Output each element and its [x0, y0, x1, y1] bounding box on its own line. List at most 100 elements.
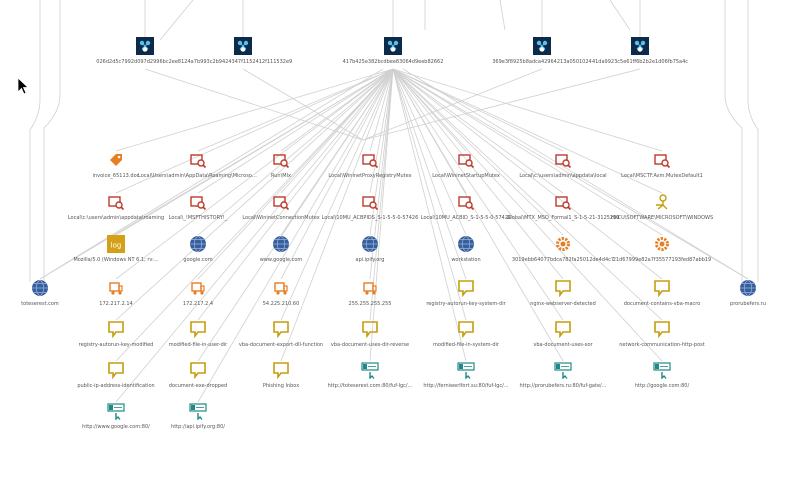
node-label: prorubefers.ru: [730, 301, 766, 307]
graph-node-registry[interactable]: Local\WininetStartupMutex: [406, 151, 526, 179]
edge-s1: [115, 68, 394, 194]
mouse-cursor-icon: [17, 77, 29, 95]
edge-d6: [392, 68, 564, 236]
graph-node-indicator[interactable]: registry-autorun-key-modified: [56, 320, 176, 348]
graph-node-registry[interactable]: Local\_!MSFTHISTORY!_: [138, 193, 258, 221]
graph-node-gear[interactable]: 3019ebb64077bdca782fa25012de4d4c7: [503, 235, 623, 263]
file-hash-icon: [85, 37, 205, 55]
node-label: http://api.ipify.org:80/: [171, 424, 225, 430]
graph-node-indicator[interactable]: vba-document-uses-dir-reverse: [310, 320, 430, 348]
node-label: HKCU\SOFTWARE\MICROSOFT\WINDOWS: [610, 215, 714, 221]
edge-u1: [115, 68, 394, 403]
file-hash-icon: [183, 37, 303, 55]
edge-r6: [392, 68, 564, 152]
edge-u2: [197, 68, 394, 403]
graph-node-file-hash[interactable]: 417b425e382bcdbee83064d9eeb82662: [333, 37, 453, 65]
graph-node-url[interactable]: http://www.google.com:80/: [56, 402, 176, 430]
node-label: http://google.com:80/: [634, 383, 690, 389]
registry-key-icon: [310, 151, 430, 169]
graph-node-gear[interactable]: 21d67999e82a7f35577193fed87abb19: [602, 235, 722, 263]
graph-node-indicator[interactable]: network-communication-http-post: [602, 320, 722, 348]
graph-node-indicator[interactable]: registry-autorun-key-system-dir: [406, 279, 526, 307]
graph-node-registry[interactable]: Local\c:\users\admin\appdata\local: [503, 151, 623, 179]
graph-node-registry[interactable]: Local\10MU_ACBID_S-1-5-5-0-57426: [406, 193, 526, 221]
graph-node-registry[interactable]: Run\MIx: [221, 151, 341, 179]
registry-key-icon: [56, 193, 176, 211]
graph-node-indicator[interactable]: modified-file-in-user-dir: [138, 320, 258, 348]
graph-node-registry[interactable]: Global\MTX_MSO_Formal1_S-1-5-21-3125219: [503, 193, 623, 221]
graph-node-file-hash[interactable]: 7b993c2b9424347f1152412f111532e9: [183, 37, 303, 65]
globe-icon: [310, 235, 430, 253]
node-label: 21d67999e82a7f35577193fed87abb19: [612, 257, 712, 263]
globe-icon: [138, 235, 258, 253]
graph-node-domain[interactable]: google.com: [138, 235, 258, 263]
url-icon: [310, 361, 430, 379]
edge-f1: [115, 68, 394, 321]
edge-f7: [392, 68, 663, 321]
indicator-icon: [138, 361, 258, 379]
graph-node-indicator[interactable]: vba-document-uses-xor: [503, 320, 623, 348]
node-label: 7b993c2b9424347f1152412f111532e9: [193, 59, 293, 65]
graph-node-registry[interactable]: Local\10MU_ACBPIDS_S-1-5-5-0-57426: [310, 193, 430, 221]
graph-node-ip[interactable]: 255.255.255.255: [310, 279, 430, 307]
graph-node-domain[interactable]: www.google.com: [221, 235, 341, 263]
indicator-icon: [406, 279, 526, 297]
graph-node-file-hash[interactable]: 026d2d5c7992d097d2996bc2ee8124a: [85, 37, 205, 65]
graph-node-ip[interactable]: 172.217.2.4: [138, 279, 258, 307]
registry-key-icon: [221, 151, 341, 169]
graph-node-ip[interactable]: 172.217.2.14: [56, 279, 176, 307]
graph-node-domain[interactable]: prorubefers.ru: [688, 279, 793, 307]
graph-node-registry[interactable]: Local\WininetProxyRegistryMutex: [310, 151, 430, 179]
graph-node-url[interactable]: http://ferniwerlfort.su:80/fuf-Igc/...: [406, 361, 526, 389]
edge-e1: [115, 68, 394, 280]
tag-icon: [56, 151, 176, 169]
graph-node-registry[interactable]: Local\MSCTF.Asm.MutexDefault1: [602, 151, 722, 179]
edge-top-a: [159, 0, 194, 41]
node-label: 417b425e382bcdbee83064d9eeb82662: [342, 59, 444, 65]
graph-node-url[interactable]: http://api.ipify.org:80/: [138, 402, 258, 430]
node-label: network-communication-http-post: [619, 342, 705, 348]
globe-icon: [688, 279, 793, 297]
edge-f5: [392, 68, 467, 321]
graph-node-url[interactable]: http://toteserest.com:80/fuf-Igc/...: [310, 361, 430, 389]
graph-node-domain[interactable]: api.ipify.org: [310, 235, 430, 263]
graph-node-indicator[interactable]: Phishing Inbox: [221, 361, 341, 389]
graph-node-domain[interactable]: toteserest.com: [0, 279, 100, 307]
gear-icon: [503, 235, 623, 253]
globe-icon: [406, 235, 526, 253]
graph-node-tag[interactable]: invoice_65113.doc: [56, 151, 176, 179]
graph-node-url[interactable]: http://prorubefers.ru:80/fuf-gate/...: [503, 361, 623, 389]
indicator-icon: [221, 361, 341, 379]
graph-node-indicator[interactable]: nginx-webserver-detected: [503, 279, 623, 307]
edge-h2: [242, 68, 364, 141]
edge-f6: [392, 68, 564, 321]
graph-node-domain[interactable]: workstation: [406, 235, 526, 263]
edge-e0-b: [39, 68, 384, 280]
indicator-icon: [56, 320, 176, 338]
graph-node-registry[interactable]: Local\c:\users\admin\appdata\roaming: [56, 193, 176, 221]
graph-node-indicator[interactable]: modified-file-in-system-dir: [406, 320, 526, 348]
registry-key-icon: [221, 193, 341, 211]
edge-s6: [392, 68, 564, 194]
graph-node-ip[interactable]: 54.225.210.60: [221, 279, 341, 307]
graph-node-indicator[interactable]: document-exe-dropped: [138, 361, 258, 389]
edge-f2: [197, 68, 394, 321]
graph-node-indicator[interactable]: document-contains-vba-macro: [602, 279, 722, 307]
graph-node-registry[interactable]: Local\WininetConnectionMutex: [221, 193, 341, 221]
graph-node-indicator[interactable]: public-ip-address-identification: [56, 361, 176, 389]
graph-node-indicator[interactable]: vba-document-export-dll-function: [221, 320, 341, 348]
graph-node-file-hash[interactable]: 41da9923c5e61ff6b2b2e1d06fb75a4c: [580, 37, 700, 65]
edge-e3: [280, 68, 394, 280]
file-hash-icon: [333, 37, 453, 55]
edge-s2: [197, 68, 394, 194]
edge-h4: [362, 68, 543, 141]
registry-key-icon: [138, 193, 258, 211]
graph-node-registry[interactable]: Local\Users\admin\AppData\Roaming\Micros…: [138, 151, 258, 179]
graph-node-url[interactable]: http://google.com:80/: [602, 361, 722, 389]
indicator-icon: [503, 279, 623, 297]
graph-node-process-node[interactable]: HKCU\SOFTWARE\MICROSOFT\WINDOWS: [602, 193, 722, 221]
graph-node-file-hash[interactable]: 369e3f8925b8adca42964213a0501024: [482, 37, 602, 65]
indicator-icon: [138, 320, 258, 338]
